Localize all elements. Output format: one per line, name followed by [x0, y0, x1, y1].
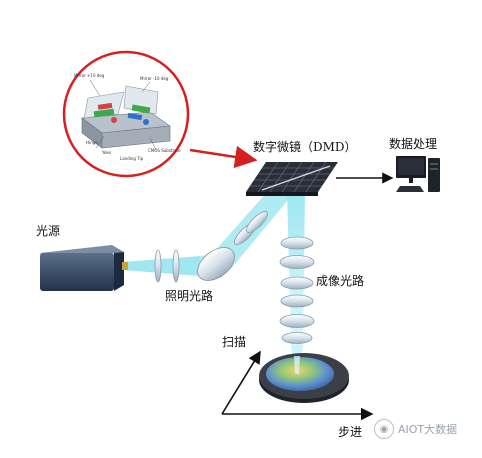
inset-label-cmos: CMOS Substrate	[148, 148, 181, 153]
computer-icon	[396, 156, 440, 192]
label-data-processing: 数据处理	[389, 137, 438, 151]
dmd-chip	[246, 161, 338, 196]
inset-label-hinge: Hinge	[86, 140, 98, 145]
dmd-structure-inset	[62, 50, 190, 178]
imaging-lenses	[279, 236, 315, 344]
wafer-stage	[259, 353, 349, 403]
watermark: ◉ AIOT大数据	[374, 418, 457, 440]
label-scan: 扫描	[222, 335, 247, 349]
label-imaging-path: 成像光路	[316, 274, 365, 288]
inset-label-landing-tip: Landing Tip	[120, 156, 144, 161]
label-dmd: 数字微镜（DMD）	[253, 140, 357, 154]
callout-arrow	[189, 145, 258, 169]
inset-label-yoke: Yoke	[102, 150, 111, 155]
label-step: 步进	[338, 425, 363, 439]
motion-axes	[221, 350, 374, 421]
illumination-lenses	[154, 249, 180, 283]
wechat-icon: ◉	[374, 419, 394, 439]
illumination-mirror	[197, 247, 235, 281]
watermark-text: AIOT大数据	[398, 423, 458, 436]
label-light-source: 光源	[36, 224, 61, 238]
inset-label-mirror-neg: Mirror -10 deg	[140, 76, 169, 81]
inset-label-mirror-pos: Mirror +10 deg	[74, 73, 105, 78]
light-source-box	[40, 245, 128, 291]
label-illumination-path: 照明光路	[165, 289, 214, 303]
relay-lenses	[234, 211, 268, 245]
